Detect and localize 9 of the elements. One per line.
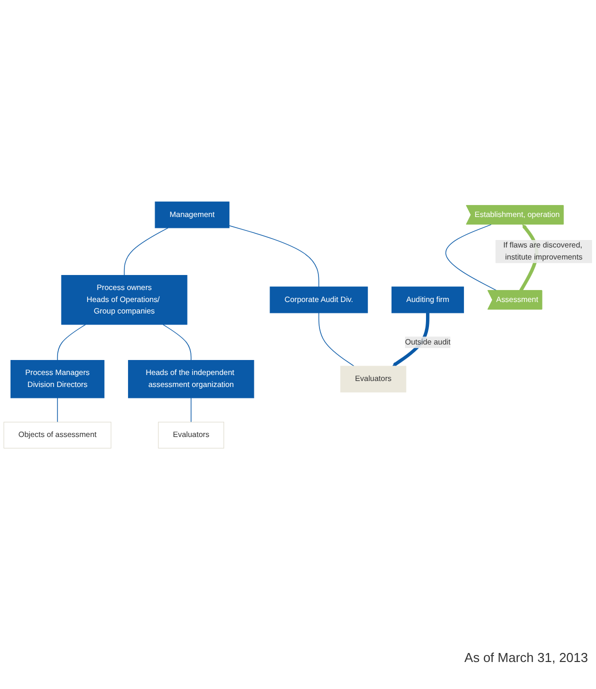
connector — [57, 398, 58, 422]
connector — [228, 225, 320, 288]
connector — [162, 324, 192, 361]
connector — [445, 224, 498, 292]
connector — [318, 312, 354, 366]
connector — [124, 228, 168, 276]
date-note: As of March 31, 2013 — [463, 650, 588, 665]
connector — [57, 324, 86, 361]
connector — [190, 398, 192, 422]
